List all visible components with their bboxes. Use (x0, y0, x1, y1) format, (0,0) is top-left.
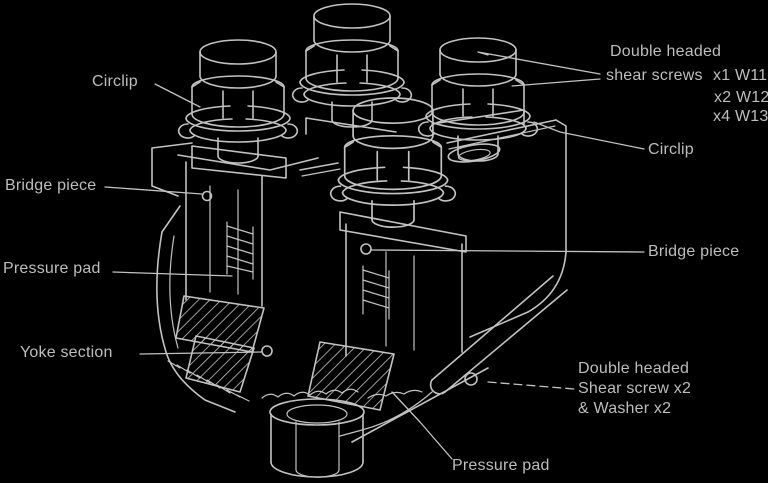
leader-lines (104, 51, 645, 460)
label-bridge-piece-right: Bridge piece (648, 243, 740, 260)
bottom-nut-drawing (269, 398, 365, 478)
label-shear-screws-top-line1: Double headed (610, 43, 722, 60)
bridge-piece-front-drawing (307, 211, 467, 411)
label-bridge-piece-left: Bridge piece (5, 177, 97, 194)
label-shear-screw-bottom-line1: Double headed (578, 360, 690, 377)
yoke-section-drawing (156, 205, 568, 443)
label-shear-screw-bottom-line2: Shear screw x2 (578, 380, 692, 397)
label-circlip-right: Circlip (648, 141, 694, 158)
label-circlip-left: Circlip (92, 73, 138, 90)
label-shear-screws-qty-w13: x4 W13 (713, 108, 768, 125)
shear-screw-top-drawing (291, 3, 413, 128)
label-shear-screws-qty-w11: x1 W11 (713, 67, 768, 84)
label-yoke-section: Yoke section (20, 344, 113, 361)
label-pressure-pad-left: Pressure pad (3, 260, 101, 277)
bridge-piece-left-drawing (175, 154, 319, 393)
shear-screw-left-drawing (177, 39, 299, 164)
label-shear-screws-qty-w12: x2 W12 (714, 89, 768, 106)
label-pressure-pad-bottom: Pressure pad (452, 457, 550, 474)
label-shear-screw-bottom-line3: & Washer x2 (578, 400, 672, 417)
label-shear-screws-top-line2: shear screws (606, 67, 703, 84)
